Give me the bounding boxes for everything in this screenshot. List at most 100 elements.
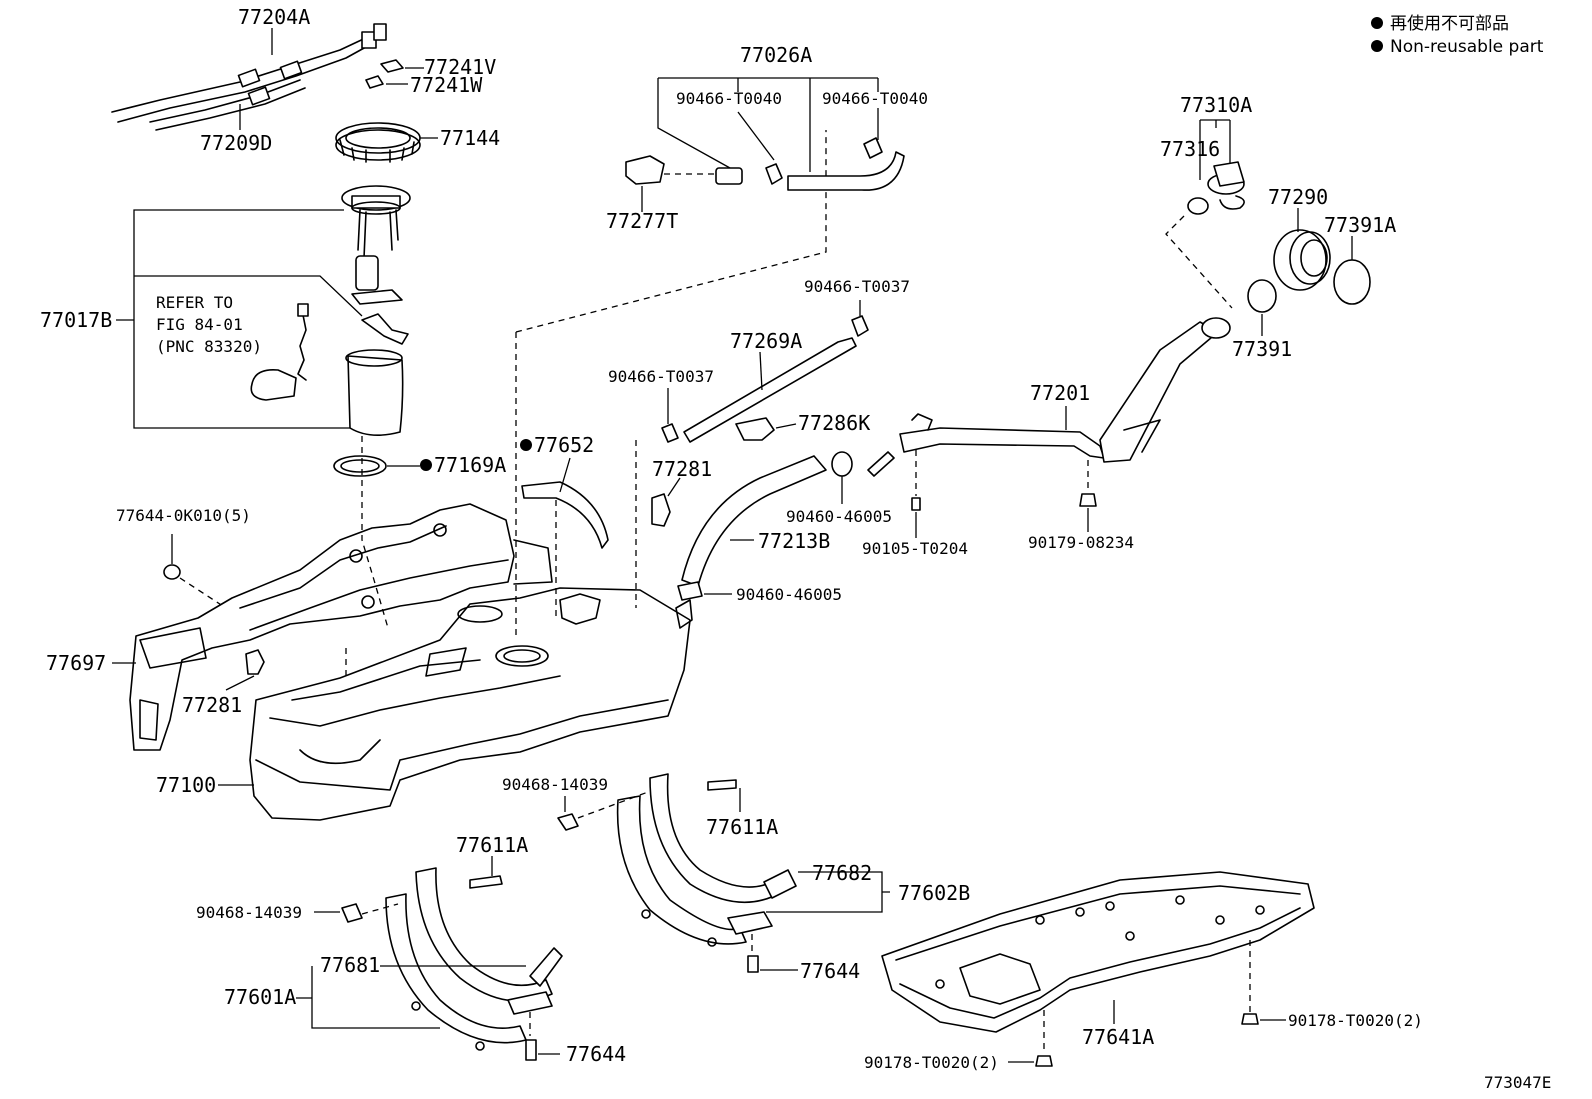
label-77391: 77391 — [1232, 337, 1292, 361]
retainer-ring-77144 — [335, 122, 421, 163]
non-reusable-dot-icon — [1371, 40, 1383, 52]
label-77213B: 77213B — [758, 529, 830, 553]
label-77644-b: 77644 — [800, 959, 860, 983]
clip-77281-left — [245, 649, 265, 675]
label-77209D: 77209D — [200, 131, 272, 155]
label-90179-08234: 90179-08234 — [1028, 533, 1134, 552]
group-bracket-77602B — [766, 871, 890, 913]
clamp-90466-T0037-b — [661, 423, 679, 443]
clamp-90460-46005-b — [677, 581, 703, 601]
part-labels: 77204A 77241V 77241W 77209D 77144 77017B… — [40, 5, 1551, 1092]
group-bracket-77310A — [1199, 119, 1231, 180]
label-90460-46005-a: 90460-46005 — [786, 507, 892, 526]
figure-code: 773047E — [1484, 1073, 1551, 1092]
legend: 再使用不可部品 Non-reusable part — [1371, 13, 1544, 57]
nut-90178-T0020-b — [1241, 1013, 1259, 1025]
label-90466-T0040-b: 90466-T0040 — [822, 89, 928, 108]
label-90105-T0204: 90105-T0204 — [862, 539, 968, 558]
nut-90179-08234 — [1079, 493, 1097, 507]
clamp-90460-46005-a — [831, 451, 853, 477]
strap-77602B — [616, 773, 797, 947]
label-77697: 77697 — [46, 651, 106, 675]
label-77144: 77144 — [440, 126, 500, 150]
group-bracket-77026A — [657, 77, 879, 172]
clamp-90466-T0037-a — [851, 315, 869, 337]
label-77682: 77682 — [812, 861, 872, 885]
label-77602B: 77602B — [898, 881, 970, 905]
clamp-90466-T0040-b — [863, 137, 883, 159]
label-77281-left: 77281 — [182, 693, 242, 717]
label-90460-46005-b: 90460-46005 — [736, 585, 842, 604]
label-77281-mid: 77281 — [652, 457, 712, 481]
group-bracket-77017B — [133, 209, 350, 429]
clip-77241W — [365, 75, 384, 89]
label-77644-a: 77644 — [566, 1042, 626, 1066]
label-77100: 77100 — [156, 773, 216, 797]
seal-77391A — [1333, 259, 1371, 305]
filler-pipe-77201 — [867, 317, 1231, 477]
label-77204A: 77204A — [238, 5, 310, 29]
label-77681: 77681 — [320, 953, 380, 977]
non-reusable-dot-icon — [420, 459, 432, 471]
label-77611A-b: 77611A — [706, 815, 778, 839]
nut-90178-T0020-a — [1035, 1055, 1053, 1067]
strap-77601A — [385, 867, 563, 1051]
bolt-77611A-a — [469, 875, 503, 889]
refer-note-line3: (PNC 83320) — [156, 337, 262, 356]
pad-77652 — [521, 481, 609, 549]
refer-note-line2: FIG 84-01 — [156, 315, 243, 334]
refer-note-line1: REFER TO — [156, 293, 233, 312]
legend-en: Non-reusable part — [1390, 37, 1544, 57]
label-77241W: 77241W — [410, 73, 483, 97]
filler-box-77290 — [1273, 229, 1331, 291]
bolt-90105-T0204 — [911, 497, 921, 511]
label-90468-14039-a: 90468-14039 — [502, 775, 608, 794]
valve-77277T — [625, 155, 743, 212]
label-77277T: 77277T — [606, 209, 678, 233]
label-77316: 77316 — [1160, 137, 1220, 161]
protector-77697 — [129, 503, 553, 751]
fuel-cap-77310A — [1207, 161, 1245, 210]
label-77169A: 77169A — [434, 453, 506, 477]
label-77017B: 77017B — [40, 308, 112, 332]
clip-77286K — [735, 417, 775, 441]
gasket-77316 — [1187, 197, 1209, 215]
label-90466-T0037-b: 90466-T0037 — [608, 367, 714, 386]
hose-77213B — [681, 455, 827, 587]
clip-77241V — [380, 59, 404, 73]
fuel-pump-assembly — [250, 185, 411, 436]
label-77026A: 77026A — [740, 43, 812, 67]
non-reusable-dot-icon — [1371, 17, 1383, 29]
label-77652: 77652 — [534, 433, 594, 457]
label-77391A: 77391A — [1324, 213, 1396, 237]
bolt-77644-a — [525, 1039, 537, 1061]
fuel-tank-77100 — [249, 587, 693, 821]
clip-77281-mid — [651, 493, 671, 527]
bolt-77611A-b — [707, 779, 737, 791]
label-90466-T0040-a: 90466-T0040 — [676, 89, 782, 108]
label-90178-T0020-b: 90178-T0020(2) — [1288, 1011, 1423, 1030]
clip-90468-14039-a — [557, 813, 579, 831]
clip-90468-14039-b — [341, 903, 363, 923]
label-77611A-a: 77611A — [456, 833, 528, 857]
fuel-tube-assembly — [111, 23, 387, 131]
label-77310A: 77310A — [1180, 93, 1252, 117]
nut-77644 — [163, 564, 181, 580]
label-77601A: 77601A — [224, 985, 296, 1009]
label-77201: 77201 — [1030, 381, 1090, 405]
legend-jp: 再使用不可部品 — [1390, 13, 1509, 34]
label-77290: 77290 — [1268, 185, 1328, 209]
label-77241V: 77241V — [424, 55, 496, 79]
gasket-77169A — [333, 455, 387, 477]
label-77641A: 77641A — [1082, 1025, 1154, 1049]
label-77269A: 77269A — [730, 329, 802, 353]
under-cover-77641A — [881, 871, 1315, 1033]
seal-77391 — [1247, 279, 1277, 313]
group-bracket-77601A — [296, 966, 440, 1029]
clamp-90466-T0040-a — [765, 163, 783, 185]
bolt-77644-b — [747, 955, 759, 973]
label-90466-T0037-a: 90466-T0037 — [804, 277, 910, 296]
non-reusable-dot-icon — [520, 439, 532, 451]
hose-77269A — [683, 337, 857, 443]
